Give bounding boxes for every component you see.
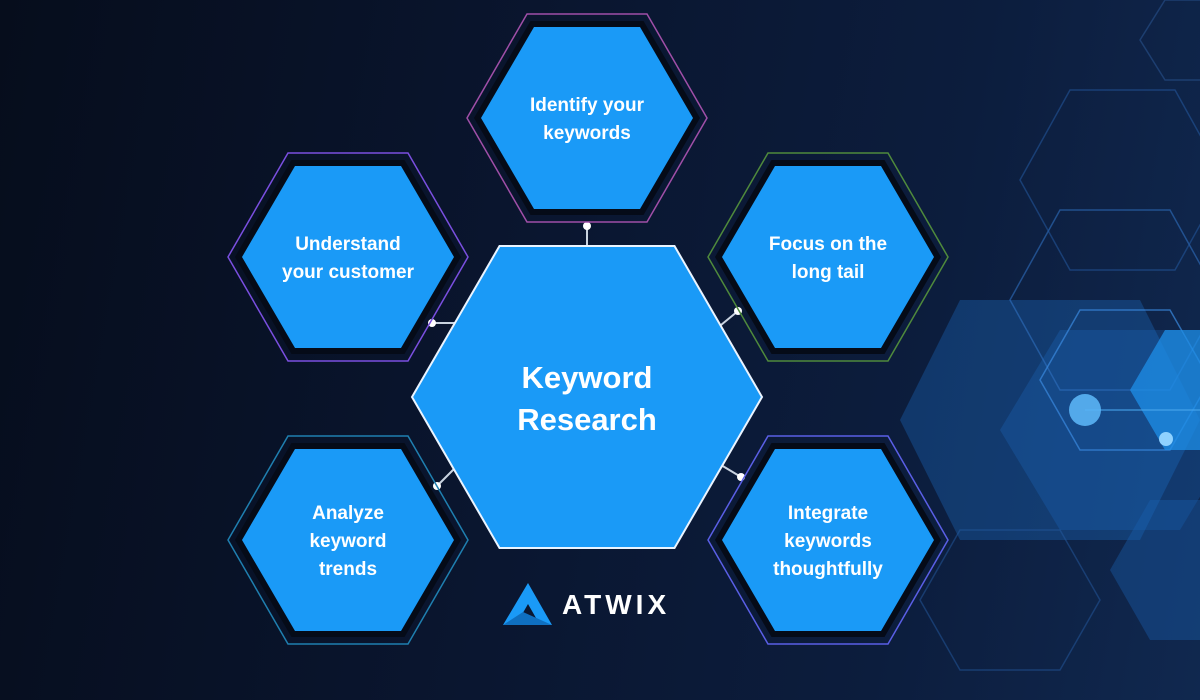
node-label-line: long tail xyxy=(792,262,865,283)
node-focus: Focus on the long tail xyxy=(707,152,949,362)
node-label-line: your customer xyxy=(282,262,415,283)
connector-dot xyxy=(428,319,436,327)
connector-integrate xyxy=(720,464,745,481)
connector-identify xyxy=(583,222,591,246)
center-node: Keyword Research xyxy=(410,245,764,549)
bg-hexagon xyxy=(1130,330,1200,450)
node-identify: Identify your keywords xyxy=(466,13,708,223)
node-label-line: thoughtfully xyxy=(773,559,883,580)
node-outline xyxy=(707,435,949,645)
node-label-line: Focus on the xyxy=(769,234,887,255)
atwix-logo-icon xyxy=(503,583,552,625)
background-hexagon-pattern xyxy=(900,0,1200,671)
bg-hexagon xyxy=(900,300,1200,540)
brand-name: ATWIX xyxy=(562,589,670,620)
bg-dot xyxy=(1159,432,1173,446)
connector-understand xyxy=(428,319,456,327)
node-integrate: Integrate keywords thoughtfully xyxy=(707,435,949,645)
node-label-line: Analyze xyxy=(312,503,384,524)
node-analyze: Analyze keyword trends xyxy=(227,435,469,645)
node-outline xyxy=(466,13,708,223)
node-label-line: Identify your xyxy=(530,95,645,116)
node-outline xyxy=(707,152,949,362)
node-label-line: trends xyxy=(319,559,377,580)
bg-hexagon xyxy=(1139,0,1200,81)
node-hexagon xyxy=(242,166,454,348)
bg-hexagon xyxy=(1019,89,1200,271)
node-label-line: keywords xyxy=(784,531,872,552)
node-label-line: keyword xyxy=(309,531,386,552)
center-hexagon xyxy=(410,245,764,549)
node-label-line: Integrate xyxy=(788,503,868,524)
node-hexagon xyxy=(242,449,454,631)
node-outline xyxy=(227,152,469,362)
bg-hexagon xyxy=(1009,209,1200,391)
connector-dot xyxy=(583,222,591,230)
node-hexagon xyxy=(722,449,934,631)
center-title-line-1: Keyword xyxy=(522,360,653,395)
node-hexagon xyxy=(722,166,934,348)
node-label-line: Understand xyxy=(295,234,401,255)
brand-logo: ATWIX xyxy=(503,583,670,625)
bg-dot xyxy=(1069,394,1101,426)
node-label-line: keywords xyxy=(543,123,631,144)
connector-analyze xyxy=(433,468,455,490)
node-understand: Understand your customer xyxy=(227,152,469,362)
connector-line xyxy=(436,468,455,487)
node-outline xyxy=(227,435,469,645)
bg-hexagon xyxy=(1110,500,1200,640)
bg-hexagon xyxy=(1039,309,1200,451)
bg-hexagon xyxy=(919,529,1101,671)
node-hexagon xyxy=(481,27,693,209)
center-title-line-2: Research xyxy=(517,402,657,437)
